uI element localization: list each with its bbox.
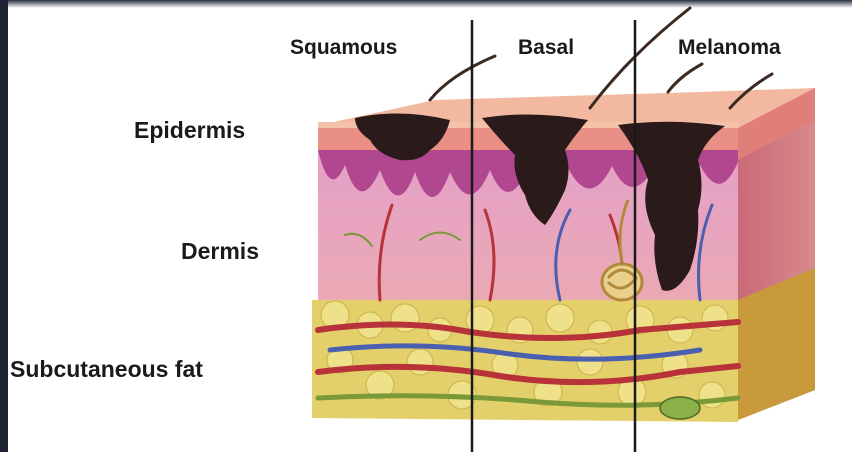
label-melanoma: Melanoma bbox=[678, 36, 781, 60]
label-dermis: Dermis bbox=[181, 238, 259, 265]
label-epidermis: Epidermis bbox=[134, 117, 245, 144]
label-squamous: Squamous bbox=[290, 36, 397, 60]
skin-cross-section-illustration bbox=[8, 0, 852, 452]
nerve-ending bbox=[660, 397, 700, 419]
skin-cancer-diagram: Squamous Basal Melanoma Epidermis Dermis… bbox=[8, 0, 852, 452]
label-basal: Basal bbox=[518, 36, 574, 60]
label-subcutaneous-fat: Subcutaneous fat bbox=[10, 356, 203, 383]
